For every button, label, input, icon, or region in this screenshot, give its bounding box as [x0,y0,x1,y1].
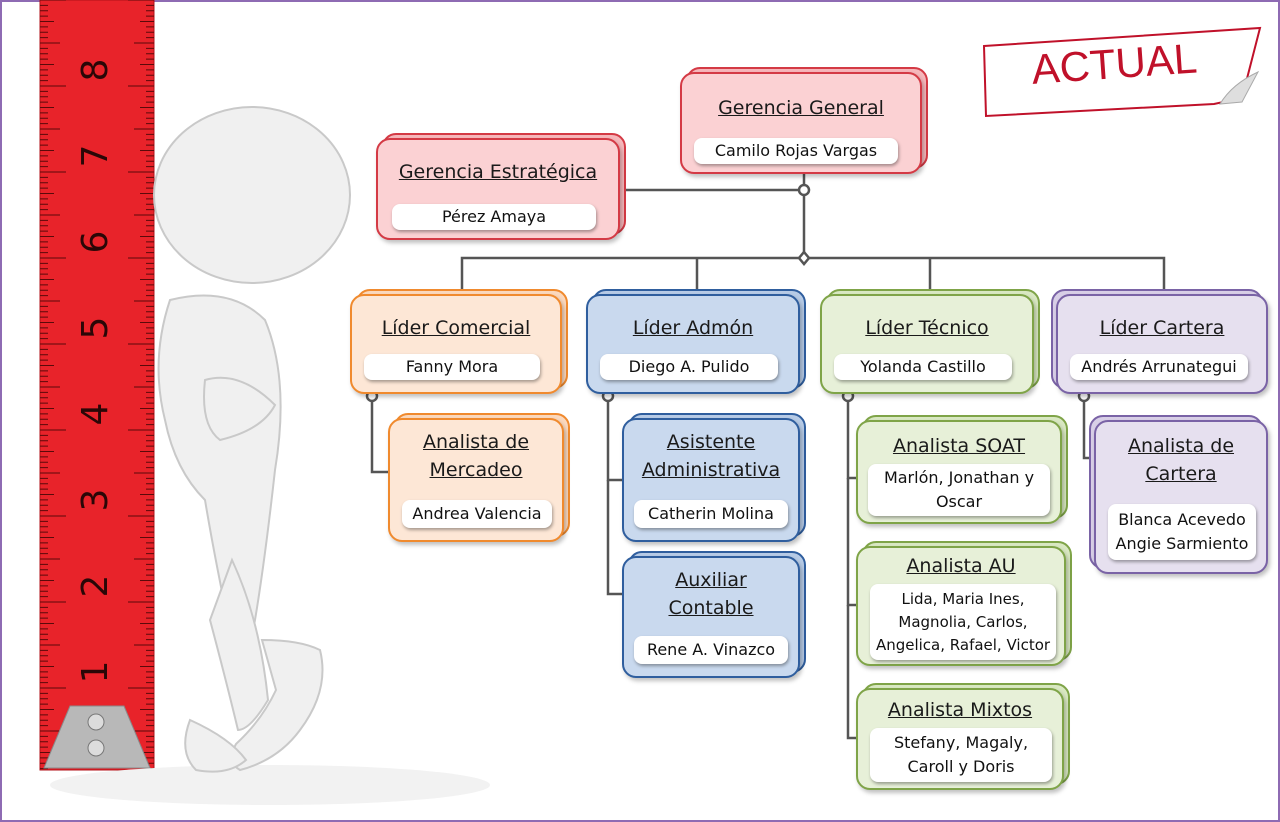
node-analista-cartera[interactable]: Analista de Cartera Blanca Acevedo Angie… [1089,415,1268,574]
node-person-name: Diego A. Pulido [600,354,778,380]
node-title: Gerencia Estratégica [398,161,598,183]
ruler-label: 8 [75,59,116,82]
person-names-line1: Marlón, Jonathan y [883,468,1035,487]
person-names-line3: Angelica, Rafael, Victor [875,635,1051,654]
node-title: Líder Técnico [865,317,989,339]
ruler-label: 3 [75,489,116,512]
node-lider-admon[interactable]: Líder Admón Diego A. Pulido [586,289,806,394]
ruler-label: 7 [75,145,116,168]
node-person-names: Lida, Maria Ines, Magnolia, Carlos, Ange… [870,584,1056,660]
actual-badge-shape [982,26,1262,118]
node-title-line1: Analista de [1127,435,1235,457]
ruler-label: 1 [75,661,116,684]
node-person-name: Yolanda Castillo [834,354,1012,380]
node-title-line1: Analista de [422,431,530,453]
person-names-line2: Caroll y Doris [907,757,1015,776]
person-names-line2: Angie Sarmiento [1115,534,1249,553]
node-gerencia-general[interactable]: Gerencia General Camilo Rojas Vargas [680,67,928,174]
ruler-label: 5 [75,317,116,340]
node-lider-tecnico[interactable]: Líder Técnico Yolanda Castillo [820,289,1040,394]
ruler-label: 6 [75,231,116,254]
node-title: Analista AU [906,555,1016,577]
node-title-line2: Cartera [1145,463,1217,485]
ruler-label: 4 [75,403,116,426]
node-title: Líder Comercial [381,317,531,339]
leaning-figure-icon [153,106,351,773]
node-person-name: Pérez Amaya [392,204,596,230]
node-person-name: Andrés Arrunategui [1070,354,1248,380]
node-title-line2: Contable [668,597,754,619]
node-title: Líder Cartera [1099,317,1225,339]
node-lider-comercial[interactable]: Líder Comercial Fanny Mora [350,289,568,394]
node-title-line1: Auxiliar [675,569,747,591]
node-analista-mercadeo[interactable]: Analista de Mercadeo Andrea Valencia [388,413,570,542]
node-person-name: Rene A. Vinazco [634,636,788,664]
node-analista-au[interactable]: Analista AU Lida, Maria Ines, Magnolia, … [856,541,1072,666]
node-analista-mixtos[interactable]: Analista Mixtos Stefany, Magaly, Caroll … [856,683,1070,790]
node-asistente-administrativa[interactable]: Asistente Administrativa Catherin Molina [622,413,806,542]
node-lider-cartera[interactable]: Líder Cartera Andrés Arrunategui [1051,289,1268,394]
node-person-names: Marlón, Jonathan y Oscar [868,464,1050,516]
node-person-names: Blanca Acevedo Angie Sarmiento [1108,504,1256,560]
person-names-line1: Stefany, Magaly, [893,733,1029,752]
node-title: Analista SOAT [892,435,1026,457]
node-person-name: Camilo Rojas Vargas [694,138,898,164]
node-title: Gerencia General [718,97,884,119]
person-names-line2: Oscar [935,492,983,511]
node-title: Líder Admón [632,317,754,339]
measuring-tape-icon: 8 7 6 5 4 3 2 1 [39,0,155,771]
node-person-name: Catherin Molina [634,500,788,528]
person-names-line1: Blanca Acevedo [1118,510,1246,529]
node-gerencia-estrategica[interactable]: Gerencia Estratégica Pérez Amaya [376,133,626,240]
node-title: Analista Mixtos [887,699,1033,721]
node-analista-soat[interactable]: Analista SOAT Marlón, Jonathan y Oscar [856,415,1068,524]
person-names-line1: Lida, Maria Ines, [901,589,1025,608]
node-person-names: Stefany, Magaly, Caroll y Doris [870,728,1052,782]
node-person-name: Andrea Valencia [402,500,552,528]
ruler-label: 2 [75,575,116,598]
node-title-line2: Administrativa [641,459,781,481]
node-auxiliar-contable[interactable]: Auxiliar Contable Rene A. Vinazco [622,551,806,678]
node-title-line1: Asistente [666,431,756,453]
person-names-line2: Magnolia, Carlos, [898,612,1028,631]
node-person-name: Fanny Mora [364,354,540,380]
node-title-line2: Mercadeo [429,459,523,481]
